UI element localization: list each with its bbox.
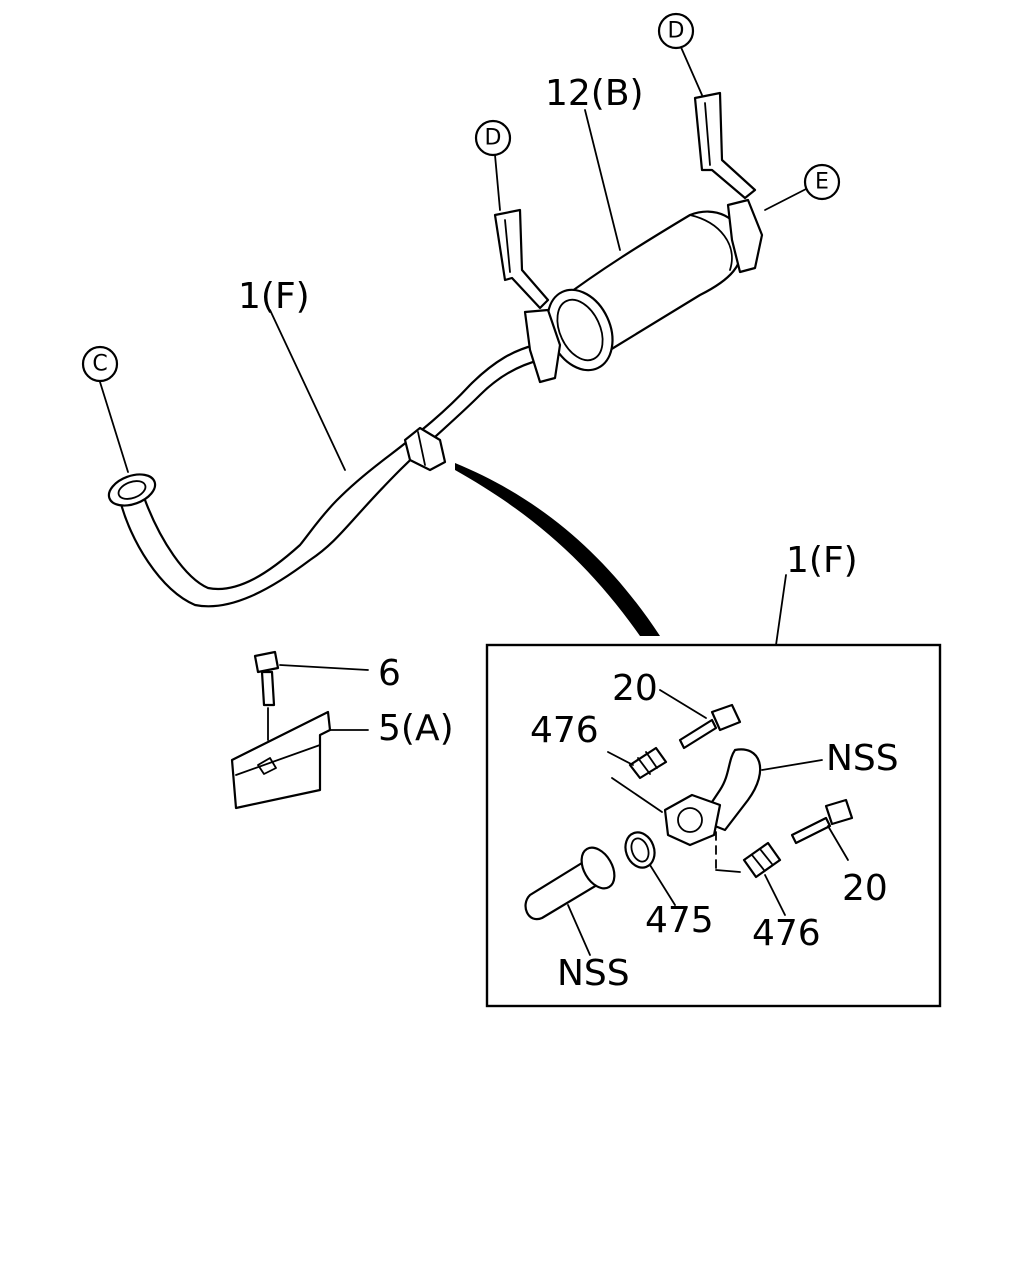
label-nss-top: NSS: [826, 738, 899, 779]
callout-c: C: [81, 345, 119, 383]
heat-shield: [230, 710, 369, 810]
svg-text:D: D: [485, 126, 502, 151]
label-bolt-20-bottom: 20: [842, 868, 888, 909]
label-bolt-6: 6: [378, 653, 401, 694]
main-leaders: [99, 44, 809, 646]
callout-e: E: [803, 163, 841, 201]
hanger-left: [493, 208, 562, 384]
label-nss-bottom: NSS: [557, 953, 630, 994]
callout-d-right: D: [657, 12, 695, 50]
svg-text:C: C: [92, 352, 107, 377]
detail-arrow: [455, 463, 660, 636]
callout-d-left: D: [474, 119, 512, 157]
label-spring-476-bottom: 476: [752, 913, 821, 954]
label-muffler: 12(B): [545, 73, 644, 114]
label-shield: 5(A): [378, 708, 454, 749]
muffler: [546, 210, 744, 372]
bolt-6: [253, 650, 369, 741]
hanger-right: [693, 91, 764, 274]
detail-box: [485, 643, 942, 1008]
label-pipe-front: 1(F): [238, 276, 310, 317]
front-pipe: [107, 343, 542, 608]
label-spring-476-top: 476: [530, 710, 599, 751]
label-gasket-475: 475: [645, 900, 714, 941]
svg-text:E: E: [815, 170, 829, 195]
detail-parts: [524, 689, 854, 956]
label-bolt-20-top: 20: [612, 668, 658, 709]
label-detail-title: 1(F): [786, 540, 858, 581]
svg-text:D: D: [668, 19, 685, 44]
